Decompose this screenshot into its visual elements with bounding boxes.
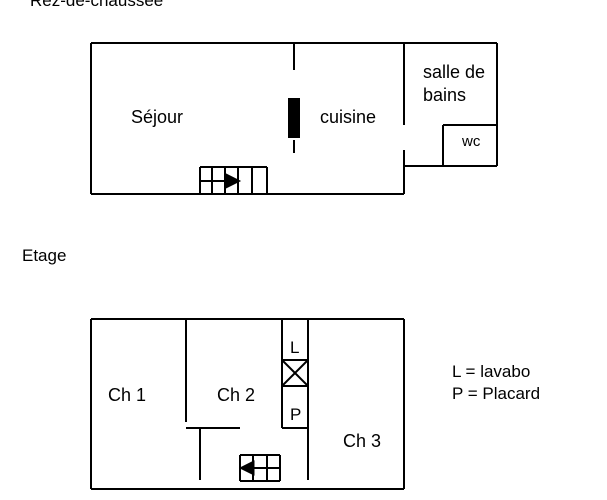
room-ch2: Ch 2	[217, 385, 256, 405]
room-ch3: Ch 3	[343, 431, 382, 451]
upper-floor-title: Etage	[22, 246, 67, 265]
ground-floor-walls	[90, 42, 498, 195]
lavabo-symbol	[281, 359, 309, 387]
chimney-block	[288, 98, 300, 138]
stairs-arrow-icon	[225, 173, 242, 189]
room-sejour: Séjour	[131, 107, 184, 127]
legend-placard: P = Placard	[452, 384, 541, 403]
room-wc: wc	[462, 133, 481, 150]
room-salle-de-bains-line1: salle de	[423, 62, 486, 82]
legend-lavabo: L = lavabo	[452, 362, 531, 381]
room-ch1: Ch 1	[108, 385, 147, 405]
stairs-arrow-left-icon	[238, 460, 255, 476]
placard-mark: P	[290, 405, 302, 424]
room-cuisine: cuisine	[320, 107, 377, 127]
ground-floor-title: Rez-de-chaussée	[30, 0, 164, 10]
lavabo-mark: L	[290, 338, 300, 357]
room-salle-de-bains-line2: bains	[423, 85, 467, 105]
upper-floor-walls	[90, 318, 405, 490]
